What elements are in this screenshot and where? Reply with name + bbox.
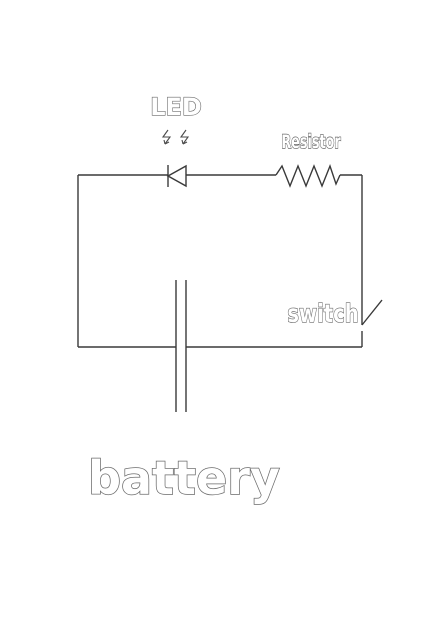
battery-label: battery bbox=[88, 451, 280, 505]
resistor-label: Resistor bbox=[281, 131, 340, 153]
switch-lever-icon bbox=[361, 299, 383, 326]
switch-label: switch bbox=[287, 300, 358, 329]
led-emission-arrows-icon bbox=[161, 129, 190, 145]
resistor-zigzag-icon bbox=[275, 163, 341, 188]
led-diode-icon bbox=[166, 164, 187, 188]
circuit-wires bbox=[77, 174, 363, 348]
battery-symbol-icon bbox=[175, 280, 187, 412]
led-label: LED bbox=[150, 93, 202, 121]
